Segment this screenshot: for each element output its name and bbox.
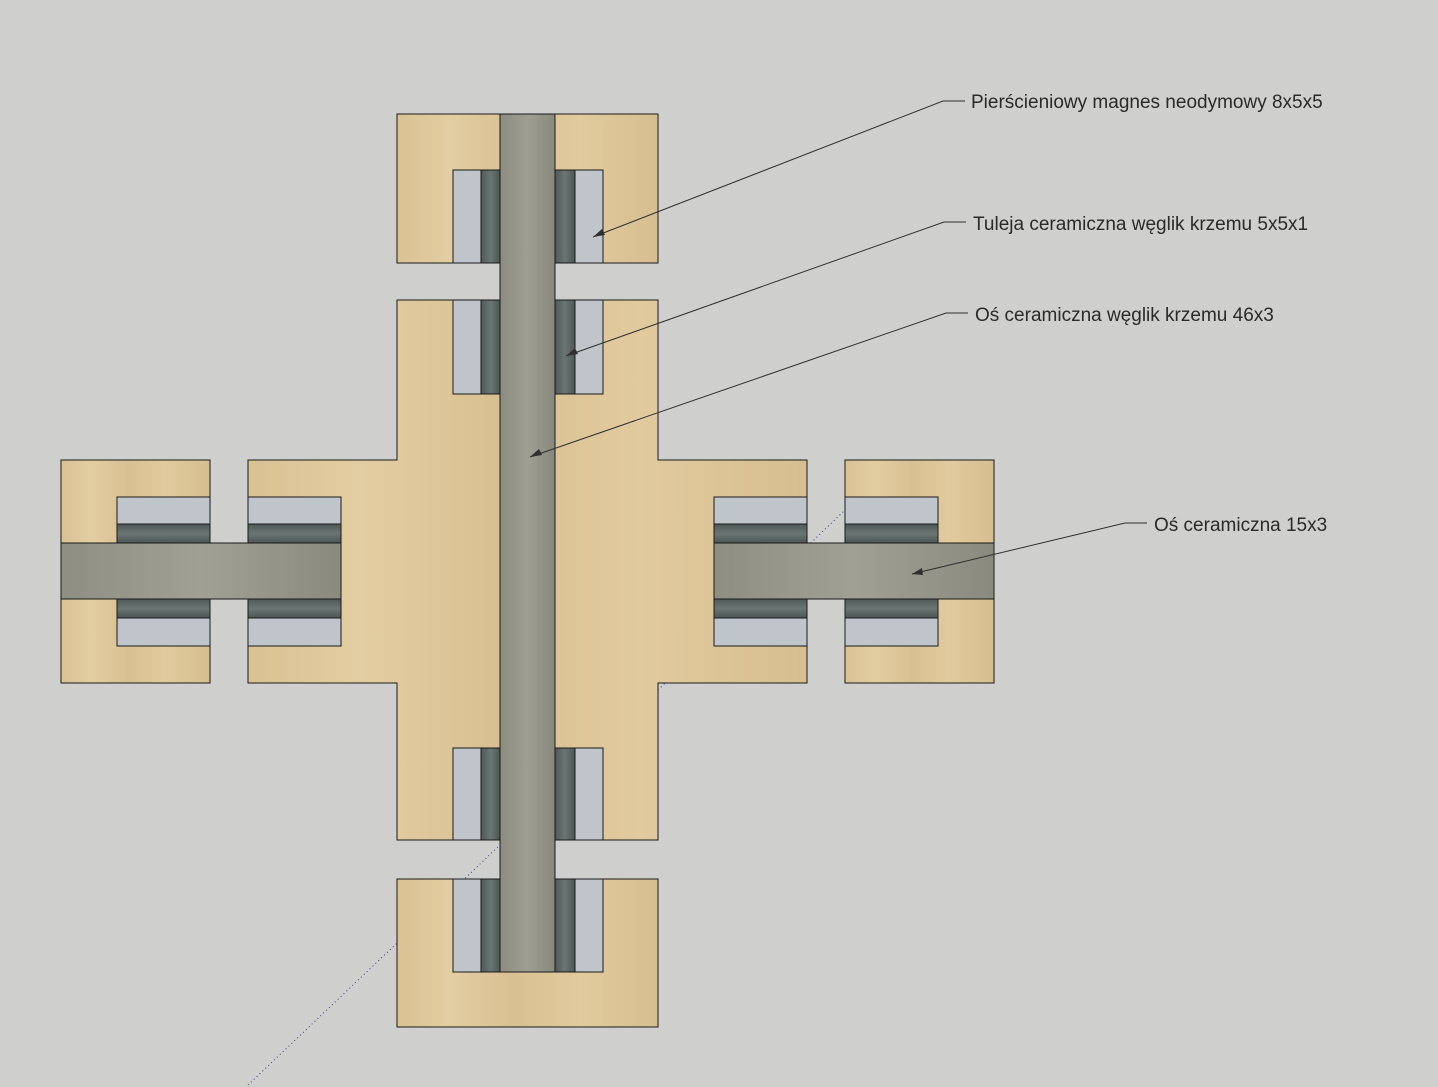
short-ceramic-axle-right bbox=[713, 542, 995, 600]
ceramic-bushing bbox=[554, 747, 576, 841]
magnet-arrowhead bbox=[593, 229, 605, 237]
magnet-ring bbox=[247, 496, 342, 525]
magnet-ring bbox=[574, 878, 604, 973]
ceramic-bushing bbox=[844, 598, 939, 619]
ceramic-bushing bbox=[480, 169, 501, 264]
ceramic-bushing bbox=[480, 299, 501, 395]
long-axle-leader-line bbox=[529, 312, 968, 458]
bushing-leader-line bbox=[565, 221, 966, 357]
ceramic-bushing bbox=[554, 299, 576, 395]
ceramic-bushing bbox=[116, 598, 211, 619]
leader-arrowheads bbox=[530, 229, 923, 575]
horizontal-bearing-sets bbox=[116, 496, 939, 647]
long-ceramic-axle bbox=[499, 113, 556, 973]
ceramic-bushing bbox=[247, 523, 342, 544]
bushing-arrowhead bbox=[566, 348, 578, 356]
magnet-ring bbox=[116, 617, 211, 647]
short-ceramic-axle-left bbox=[60, 542, 342, 600]
magnet-ring bbox=[452, 747, 482, 841]
magnet-ring bbox=[452, 299, 482, 395]
leader-lines bbox=[529, 100, 1147, 575]
bushing-label: Tuleja ceramiczna węglik krzemu 5x5x1 bbox=[973, 214, 1308, 235]
vertical-bearing-sets bbox=[452, 169, 604, 973]
magnet-ring bbox=[574, 169, 604, 264]
ceramic-bushing bbox=[554, 878, 576, 973]
long-axle-label: Oś ceramiczna węglik krzemu 46x3 bbox=[975, 305, 1274, 326]
axles bbox=[60, 113, 995, 973]
ceramic-bushing bbox=[554, 169, 576, 264]
magnet-ring bbox=[247, 617, 342, 647]
ceramic-bushing bbox=[480, 747, 501, 841]
short-axle-label: Oś ceramiczna 15x3 bbox=[1154, 515, 1327, 536]
magnet-label: Pierścieniowy magnes neodymowy 8x5x5 bbox=[971, 92, 1323, 113]
magnet-ring bbox=[452, 169, 482, 264]
ceramic-bushing bbox=[713, 598, 808, 619]
magnet-ring bbox=[574, 747, 604, 841]
ceramic-bushing bbox=[116, 523, 211, 544]
magnet-ring bbox=[574, 299, 604, 395]
magnet-leader-line bbox=[592, 100, 965, 238]
magnet-ring bbox=[713, 496, 808, 525]
magnet-ring bbox=[844, 496, 939, 525]
magnet-ring bbox=[713, 617, 808, 647]
ceramic-bushing bbox=[480, 878, 501, 973]
short-axle-arrowhead bbox=[912, 568, 923, 575]
short-axle-leader-line bbox=[911, 522, 1147, 575]
guide-lines bbox=[247, 509, 846, 1086]
ceramic-bushing bbox=[713, 523, 808, 544]
long-axle-arrowhead bbox=[530, 449, 542, 457]
ceramic-bushing bbox=[844, 523, 939, 544]
ceramic-bushing bbox=[247, 598, 342, 619]
magnet-ring bbox=[452, 878, 482, 973]
magnet-ring bbox=[844, 617, 939, 647]
magnet-ring bbox=[116, 496, 211, 525]
